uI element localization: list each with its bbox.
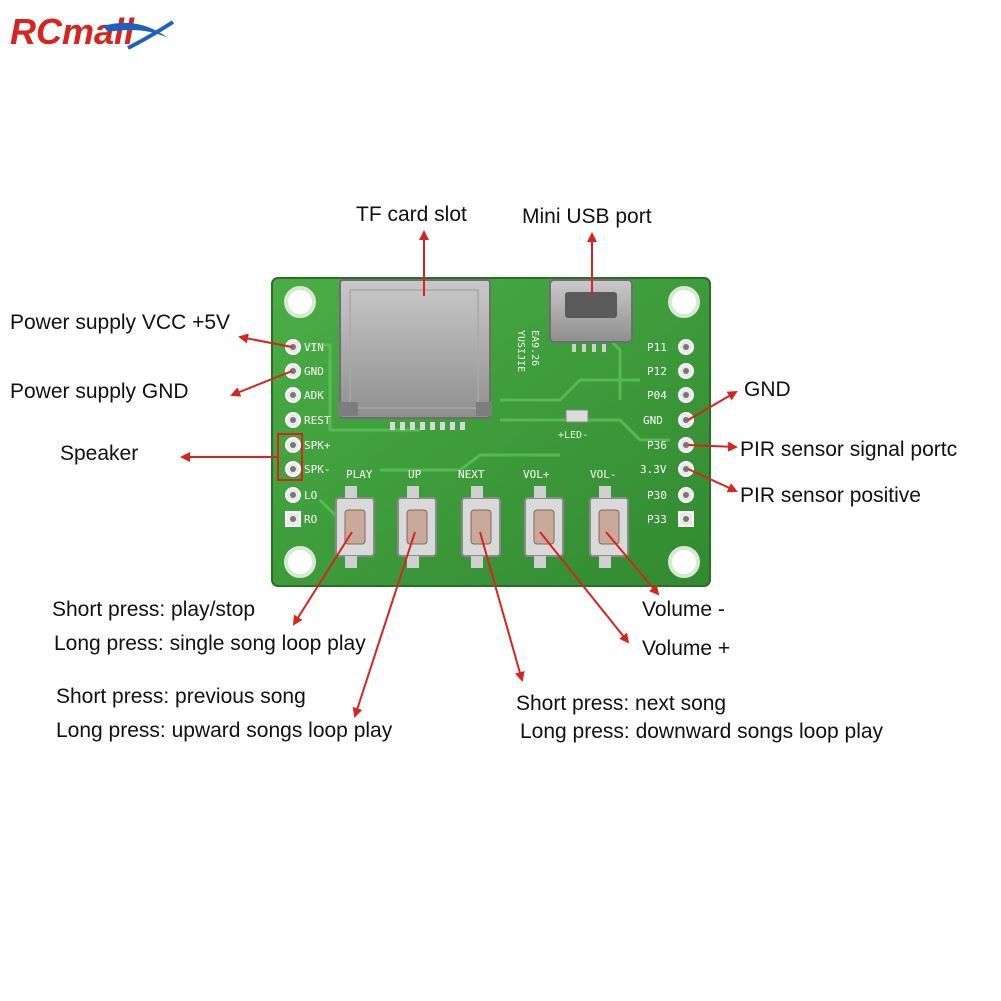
logo-swoosh bbox=[103, 22, 168, 38]
svg-text:P04: P04 bbox=[647, 389, 667, 402]
pin-p30: P30 bbox=[647, 487, 694, 503]
button-label-vol-plus: VOL+ bbox=[523, 468, 550, 481]
led bbox=[565, 409, 589, 423]
arrow-pir-signal bbox=[687, 441, 738, 452]
svg-text:SPK+: SPK+ bbox=[304, 439, 331, 452]
pin-gnd: GND bbox=[285, 363, 324, 379]
arrow-gnd-right bbox=[687, 390, 738, 421]
pin-p11: P11 bbox=[647, 339, 694, 355]
button-play bbox=[335, 486, 375, 568]
svg-text:GND: GND bbox=[643, 414, 663, 427]
label-play-short: Short press: play/stop bbox=[52, 598, 256, 621]
svg-text:ADK: ADK bbox=[304, 389, 324, 402]
mounting-holes bbox=[284, 286, 700, 578]
pin-gnd-right: GND bbox=[643, 412, 694, 428]
arrow-up bbox=[352, 531, 416, 718]
label-gnd: GND bbox=[744, 378, 791, 401]
svg-text:3.3V: 3.3V bbox=[640, 463, 667, 476]
arrow-next bbox=[479, 531, 525, 682]
pin-p04: P04 bbox=[647, 387, 694, 403]
button-label-up: UP bbox=[408, 468, 422, 481]
button-label-play: PLAY bbox=[346, 468, 373, 481]
tf-card-slot bbox=[338, 279, 492, 430]
label-tf-card-slot: TF card slot bbox=[356, 203, 467, 226]
pin-spk-minus: SPK- bbox=[285, 461, 331, 477]
pin-spk-plus: SPK+ bbox=[285, 437, 331, 453]
pin-ro: RO bbox=[285, 511, 317, 527]
label-pir-positive: PIR sensor positive bbox=[740, 484, 921, 507]
label-up-long: Long press: upward songs loop play bbox=[56, 719, 393, 742]
silk-maker: YUSIJIE bbox=[515, 330, 526, 372]
label-speaker: Speaker bbox=[60, 442, 139, 465]
svg-text:P36: P36 bbox=[647, 439, 667, 452]
label-volume-plus: Volume + bbox=[642, 637, 731, 660]
svg-text:LO: LO bbox=[304, 489, 317, 502]
pin-3v3: 3.3V bbox=[640, 461, 694, 477]
arrow-vol-minus bbox=[605, 531, 660, 596]
right-header: P11 P12 P04 GND P36 3.3V P30 P33 bbox=[640, 339, 694, 527]
left-header: VIN GND ADK REST SPK+ SPK- LO RO bbox=[277, 339, 331, 527]
silk-led: +LED- bbox=[558, 430, 588, 441]
svg-text:GND: GND bbox=[304, 365, 324, 378]
label-next-long: Long press: downward songs loop play bbox=[520, 720, 884, 743]
svg-text:P33: P33 bbox=[647, 513, 667, 526]
callout-arrows bbox=[180, 230, 738, 718]
label-next-short: Short press: next song bbox=[516, 692, 727, 715]
pin-lo: LO bbox=[285, 487, 317, 503]
label-up-short: Short press: previous song bbox=[56, 685, 306, 708]
svg-text:P30: P30 bbox=[647, 489, 667, 502]
label-power-vcc: Power supply VCC +5V bbox=[10, 311, 231, 334]
pin-rest: REST bbox=[285, 412, 331, 428]
button-up bbox=[397, 486, 437, 568]
button-vol-plus bbox=[524, 486, 564, 568]
svg-text:P11: P11 bbox=[647, 341, 667, 354]
arrow-play bbox=[292, 531, 353, 626]
label-pir-signal: PIR sensor signal portc bbox=[740, 438, 958, 461]
logo-text: RCmall bbox=[10, 11, 135, 52]
pin-p33: P33 bbox=[647, 511, 694, 527]
button-label-vol-minus: VOL- bbox=[590, 468, 617, 481]
pin-adk: ADK bbox=[285, 387, 324, 403]
label-play-long: Long press: single song loop play bbox=[54, 632, 366, 655]
pin-p12: P12 bbox=[647, 363, 694, 379]
label-mini-usb-port: Mini USB port bbox=[522, 205, 652, 228]
svg-text:SPK-: SPK- bbox=[304, 463, 331, 476]
rcmall-logo: RCmall bbox=[10, 11, 175, 52]
label-volume-minus: Volume - bbox=[642, 598, 725, 621]
svg-text:VIN: VIN bbox=[304, 341, 324, 354]
pin-vin: VIN bbox=[285, 339, 324, 355]
svg-text:P12: P12 bbox=[647, 365, 667, 378]
button-next bbox=[461, 486, 501, 568]
arrow-vcc bbox=[238, 333, 293, 348]
button-label-next: NEXT bbox=[458, 468, 485, 481]
arrow-pir-positive bbox=[687, 468, 738, 493]
arrow-vol-plus bbox=[539, 531, 630, 644]
button-vol-minus bbox=[589, 486, 629, 568]
arrow-gnd bbox=[230, 370, 293, 397]
mini-usb-port bbox=[549, 279, 633, 352]
svg-text:REST: REST bbox=[304, 414, 331, 427]
silk-model: EA9.26 bbox=[529, 330, 540, 366]
svg-text:RO: RO bbox=[304, 513, 317, 526]
label-power-gnd: Power supply GND bbox=[10, 380, 189, 403]
